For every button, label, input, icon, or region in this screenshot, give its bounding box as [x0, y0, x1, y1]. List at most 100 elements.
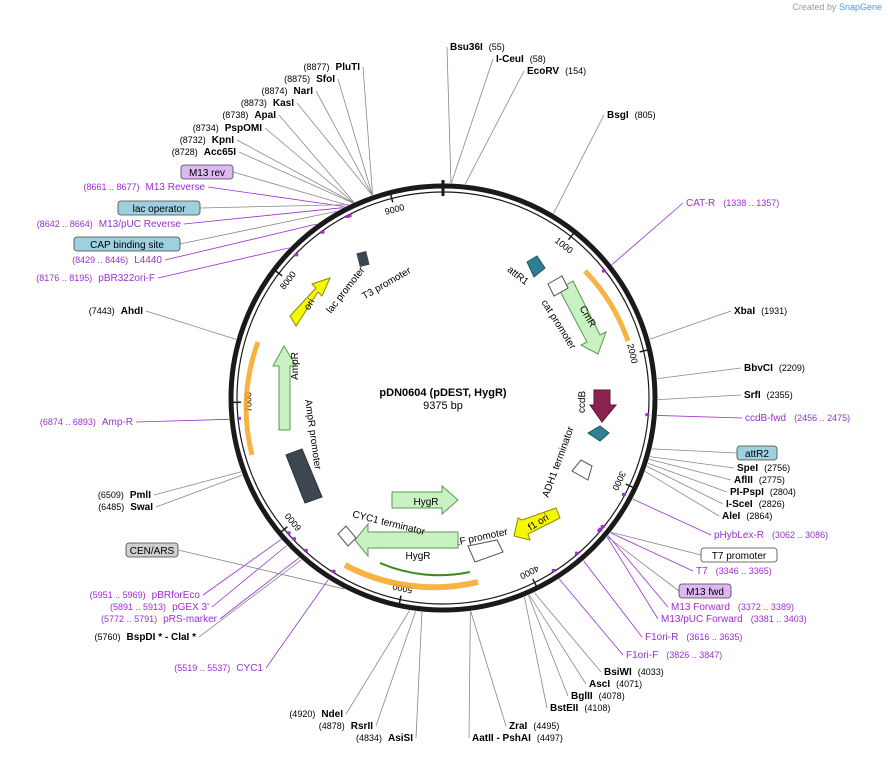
site-label-i-scei: I-SceI(2826)	[726, 499, 785, 510]
primer-label-ccdb-fwd: ccdB-fwd(2456 .. 2475)	[745, 413, 850, 424]
site-name: PspOMI	[225, 123, 262, 134]
primer-label-pgex-3: (5891 .. 5913)pGEX 3'	[110, 602, 209, 613]
site-connector	[238, 151, 353, 204]
t3-promoter-label: T3 promoter	[360, 265, 413, 302]
primer-label-pbrforeco: (5951 .. 5969)pBRforEco	[90, 590, 201, 601]
site-pos: (2775)	[759, 475, 785, 485]
primer-connector	[610, 532, 694, 572]
tick-mark	[390, 194, 394, 203]
primer-connector	[135, 418, 230, 423]
site-connector	[647, 462, 728, 493]
box-connector	[177, 549, 345, 590]
site-pos: (2804)	[770, 487, 796, 497]
primer-label-amp-r: (6874 .. 6893) Amp-R	[40, 417, 133, 428]
primer-name: pBR322ori-F	[98, 273, 155, 284]
hygr-small-label: HygR	[413, 497, 438, 508]
primer-name: pHybLex-R	[714, 530, 764, 541]
site-name: PluTI	[336, 62, 361, 73]
site-name: BspDI *	[127, 632, 163, 643]
site-pos: (805)	[635, 110, 656, 120]
tef-promoter-feature	[467, 539, 504, 563]
primer-label-m13-puc-reverse: (8642 .. 8664)M13/pUC Reverse	[37, 219, 182, 230]
site-connector	[198, 559, 302, 638]
site-connector	[278, 114, 355, 203]
site-connector	[236, 139, 354, 204]
primer-label-m13-reverse: (8661 .. 8677)M13 Reverse	[83, 182, 205, 193]
box-label-cap-binding-site: CAP binding site	[90, 240, 164, 251]
site-name: RsrII	[351, 721, 373, 732]
site-label-bglii: BglII(4078)	[571, 691, 625, 702]
site-label-rsrii: (4878)RsrII	[319, 721, 373, 732]
site-label-aatii: AatII - PshAI(4497)	[472, 733, 563, 744]
site-lines	[135, 46, 743, 739]
site-name: AsiSI	[388, 733, 413, 744]
primer-pos: (3346 .. 3365)	[716, 566, 772, 576]
primer-pos: (3372 .. 3389)	[738, 602, 794, 612]
primer-label-cyc1: (5519 .. 5537)CYC1	[174, 663, 263, 674]
site-name: AflII	[734, 475, 753, 486]
site-label-pluti: (8877)PluTI	[304, 62, 361, 73]
site-name: PI-PspI	[730, 487, 764, 498]
site-name: XbaI	[734, 306, 755, 317]
tick-mark	[639, 349, 648, 353]
tick-label: 4000	[518, 563, 540, 581]
attr1-feature	[526, 255, 546, 278]
site-name: SrfI	[744, 390, 761, 401]
tick-label: 3000	[610, 470, 628, 492]
site-pos: (4495)	[533, 721, 559, 731]
site-label-bspdi: (5760)BspDI * - ClaI *	[95, 632, 197, 643]
primer-pos: (6874 .. 6893)	[40, 417, 96, 427]
site-connector	[296, 102, 373, 196]
ori-feature	[289, 277, 331, 327]
site-pos: (4078)	[599, 691, 625, 701]
tick-mark	[275, 270, 283, 277]
plasmid-name: pDN0604 (pDEST, HygR)	[379, 387, 506, 399]
hygr-small-feature	[391, 484, 459, 516]
site-connector	[153, 471, 242, 496]
site-connector	[646, 465, 724, 505]
primer-name: pBRforEco	[152, 590, 201, 601]
site-connector	[553, 114, 605, 214]
tick-label: 2000	[625, 343, 639, 365]
primer-name: Amp-R	[102, 417, 133, 428]
primer-connector	[157, 247, 290, 279]
site-name: SwaI	[130, 502, 153, 513]
primer-pos: (5519 .. 5537)	[174, 663, 230, 673]
primer-label-pbr322ori-f: (8176 .. 8195)pBR322ori-F	[36, 273, 155, 284]
primer-pos: (8429 .. 8446)	[72, 255, 128, 265]
site-connector	[337, 78, 373, 196]
tick-mark	[625, 483, 634, 489]
site-connector	[657, 367, 742, 380]
site-pos: (7443)	[89, 306, 115, 316]
box-lac-operator	[117, 200, 201, 216]
ccdb-label: ccdB	[577, 390, 589, 413]
ccdb-feature	[589, 389, 618, 423]
site-pos: (8874)	[262, 86, 288, 96]
site-connector	[534, 592, 602, 673]
primer-name: M13/pUC Forward	[661, 614, 743, 625]
box-m13-fwd	[678, 583, 732, 599]
primer-label-f1ori-f: F1ori-F(3826 .. 3847)	[626, 650, 722, 661]
tick-label: 1000	[553, 235, 575, 255]
site-pos: (2355)	[767, 390, 793, 400]
hygr-main-feature	[354, 522, 459, 558]
box-connector	[610, 531, 702, 556]
primer-connector	[606, 536, 659, 620]
primer-connector	[164, 223, 317, 261]
site-label-aflii: AflII (2775)	[734, 475, 785, 486]
hygr-orange-arc	[343, 562, 479, 591]
primer-pos: (3062 .. 3086)	[772, 530, 828, 540]
primer-connector	[219, 557, 300, 620]
site-connector	[145, 310, 237, 340]
tick-label: 6000	[283, 511, 303, 533]
site-connector	[648, 458, 732, 481]
site-name: AleI	[722, 511, 741, 522]
site-pos: (4920)	[289, 709, 315, 719]
site-label-spei: SpeI(2756)	[737, 463, 790, 474]
primer-name: CAT-R	[686, 198, 715, 209]
primer-pos: (3826 .. 3847)	[666, 650, 722, 660]
primer-pos: (5891 .. 5913)	[110, 602, 166, 612]
box-label-m13-fwd: M13 fwd	[686, 587, 724, 598]
primer-pos: (8661 .. 8677)	[83, 182, 139, 192]
